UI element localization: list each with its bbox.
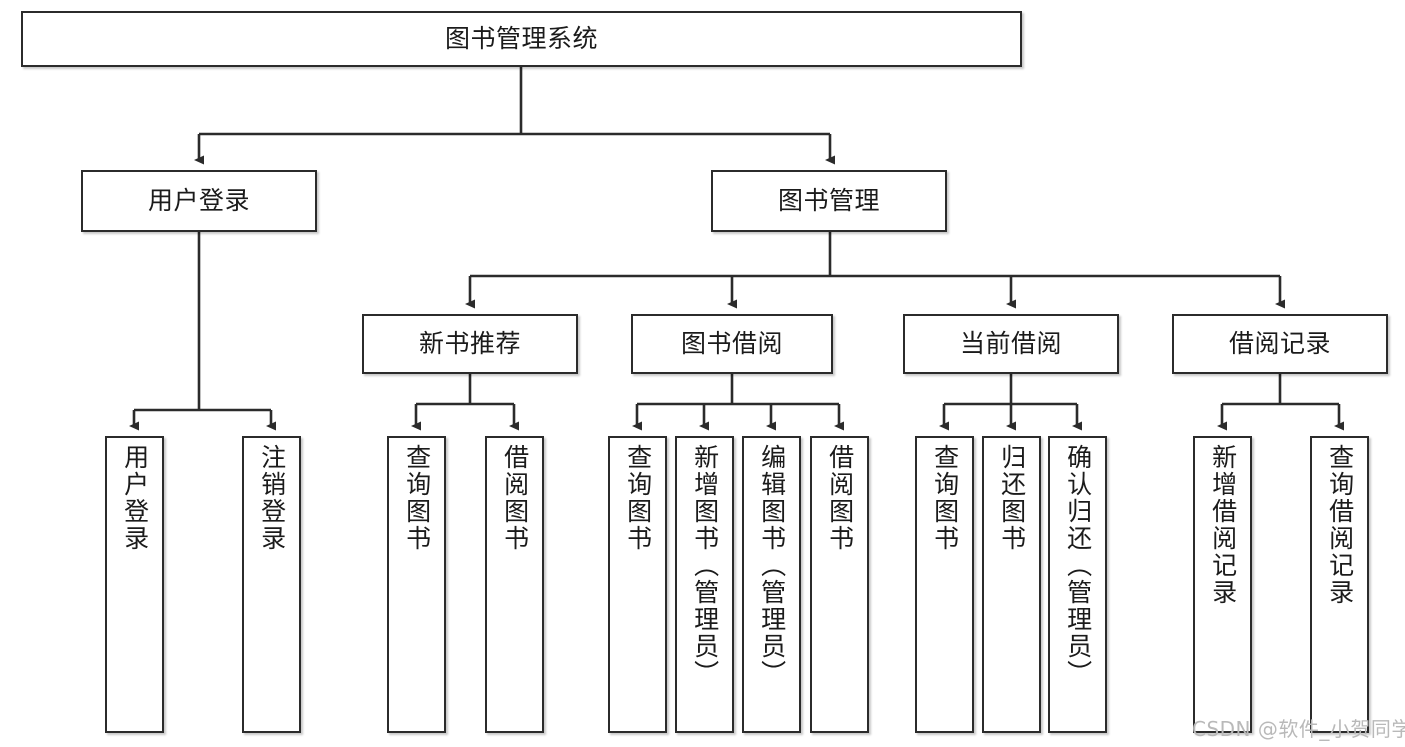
leaf-node[interactable]: 用户登录 xyxy=(105,436,164,733)
leaf-node-label: 借阅图书 xyxy=(500,444,530,552)
node-level3-new-book-recommend-label: 新书推荐 xyxy=(418,328,521,358)
leaf-node-label: 新增借阅记录 xyxy=(1208,444,1238,606)
node-level2-user-login[interactable]: 用户登录 xyxy=(81,170,317,232)
leaf-node[interactable]: 编辑图书（管理员） xyxy=(742,436,801,733)
node-level3-current-borrow[interactable]: 当前借阅 xyxy=(903,314,1119,374)
node-level2-book-management-label: 图书管理 xyxy=(777,185,880,215)
leaf-node-label: 查询图书 xyxy=(930,444,960,552)
leaf-node-label: 查询图书 xyxy=(402,444,432,552)
leaf-node-label: 编辑图书（管理员） xyxy=(757,444,787,687)
node-level3-current-borrow-label: 当前借阅 xyxy=(959,328,1062,358)
leaf-node-label: 新增图书（管理员） xyxy=(690,444,720,687)
watermark-text: CSDN @软件_小贺同学 xyxy=(1192,717,1405,741)
leaf-node-label: 确认归还（管理员） xyxy=(1063,444,1093,687)
leaf-node[interactable]: 查询图书 xyxy=(387,436,446,733)
leaf-node-label: 查询图书 xyxy=(623,444,653,552)
node-level3-borrow-record[interactable]: 借阅记录 xyxy=(1172,314,1388,374)
leaf-node[interactable]: 查询图书 xyxy=(608,436,667,733)
leaf-node[interactable]: 注销登录 xyxy=(242,436,301,733)
node-level2-book-management[interactable]: 图书管理 xyxy=(711,170,947,232)
leaf-node[interactable]: 新增借阅记录 xyxy=(1193,436,1252,733)
leaf-node[interactable]: 查询借阅记录 xyxy=(1310,436,1369,733)
leaf-node[interactable]: 借阅图书 xyxy=(810,436,869,733)
leaf-node[interactable]: 借阅图书 xyxy=(485,436,544,733)
leaf-node[interactable]: 查询图书 xyxy=(915,436,974,733)
node-root-label: 图书管理系统 xyxy=(444,23,598,53)
node-level3-new-book-recommend[interactable]: 新书推荐 xyxy=(362,314,578,374)
node-root[interactable]: 图书管理系统 xyxy=(21,11,1022,67)
leaf-node-label: 归还图书 xyxy=(997,444,1027,552)
leaf-node[interactable]: 新增图书（管理员） xyxy=(675,436,734,733)
node-level3-book-borrow-label: 图书借阅 xyxy=(680,328,783,358)
node-level3-book-borrow[interactable]: 图书借阅 xyxy=(631,314,833,374)
node-level2-user-login-label: 用户登录 xyxy=(147,185,250,215)
leaf-node-label: 注销登录 xyxy=(257,444,287,552)
leaf-node-label: 借阅图书 xyxy=(825,444,855,552)
leaf-node-label: 用户登录 xyxy=(120,444,150,552)
leaf-node[interactable]: 确认归还（管理员） xyxy=(1048,436,1107,733)
leaf-node-label: 查询借阅记录 xyxy=(1325,444,1355,606)
node-level3-borrow-record-label: 借阅记录 xyxy=(1228,328,1331,358)
leaf-node[interactable]: 归还图书 xyxy=(982,436,1041,733)
